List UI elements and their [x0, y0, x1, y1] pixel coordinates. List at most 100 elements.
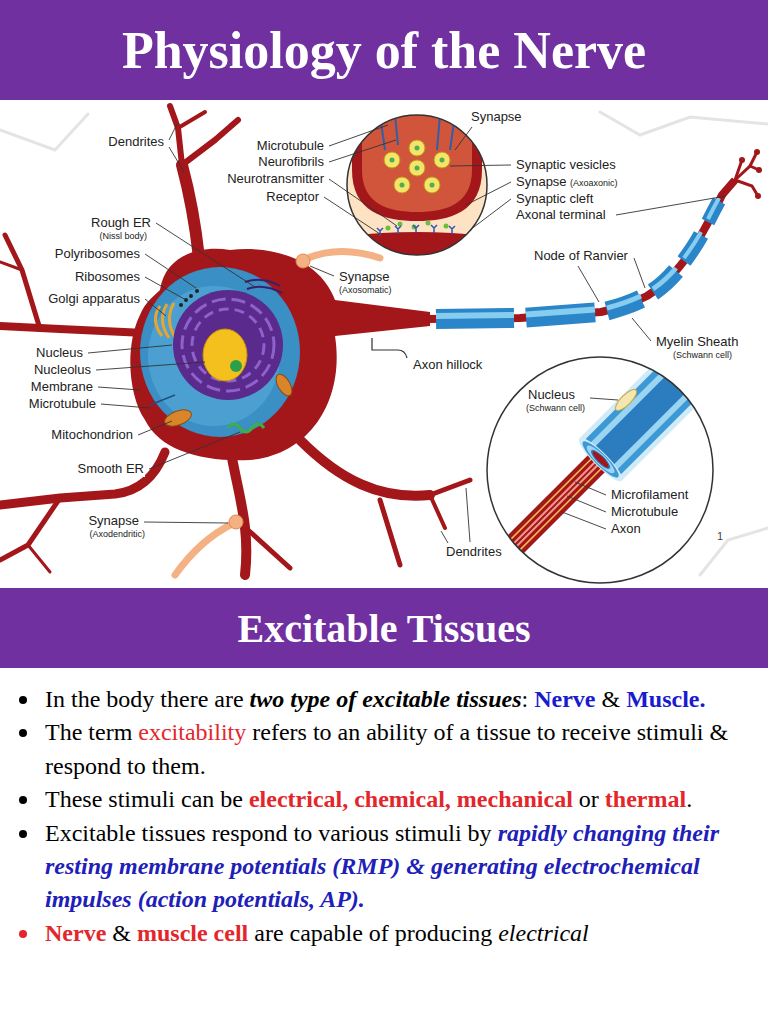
dendrite — [0, 452, 165, 505]
myelin-inset — [587, 319, 741, 473]
myelin-inset — [589, 447, 613, 471]
terminal-bouton — [754, 149, 760, 155]
leader-line — [329, 140, 396, 162]
part-label: Axon hillock — [412, 358, 483, 373]
ribosome — [179, 303, 183, 307]
golgi-apparatus — [155, 303, 176, 339]
synapse-inset — [386, 221, 449, 231]
part-label: (Axosomatic) — [338, 285, 393, 295]
part-label: Neurotransmitter — [226, 172, 325, 187]
synapse-inset — [400, 183, 405, 188]
axon-terminal — [735, 152, 759, 196]
bullet-text: or — [579, 786, 599, 812]
background-neurons — [0, 114, 88, 150]
terminal-bouton — [756, 167, 762, 173]
dendrite — [430, 495, 445, 528]
dendrite — [182, 120, 238, 165]
myelin-inset — [574, 433, 626, 485]
bullet-dot — [19, 796, 27, 804]
rough-er — [245, 280, 280, 286]
synapse-inset — [424, 177, 440, 193]
synapse-inset — [415, 146, 420, 151]
part-label: Synapse — [470, 110, 523, 125]
part-label: Dendrites — [445, 545, 503, 560]
mitochondrion — [273, 372, 295, 399]
part-label: Axonal terminal — [515, 208, 607, 223]
synapse-inset — [390, 158, 395, 163]
background-neurons — [0, 112, 768, 575]
mitochondrion — [162, 407, 193, 430]
title-bar: Physiology of the Nerve — [0, 0, 768, 100]
leader-line — [88, 124, 726, 543]
bullet-item: In the body there are two type of excita… — [0, 683, 768, 716]
myelin-sheath — [708, 198, 719, 219]
axon-terminal — [735, 152, 757, 180]
part-label: Receptor — [265, 190, 320, 205]
myelin-inset — [451, 454, 596, 599]
leader-line — [632, 318, 651, 341]
terminal-bouton — [739, 157, 745, 163]
part-label: (Axoaxonic) — [569, 178, 619, 188]
leader-line — [98, 387, 140, 390]
part-label: Nucleus — [527, 388, 576, 403]
cell-body — [130, 249, 430, 460]
part-label: Synapse — [87, 514, 140, 529]
synapse-inset — [395, 226, 401, 234]
leader-line — [329, 125, 388, 146]
myelin-sheath — [526, 309, 595, 314]
bullet-text: . — [686, 786, 692, 812]
synapse-inset — [430, 183, 435, 188]
leader-line — [450, 165, 511, 166]
myelin-inset — [584, 442, 618, 476]
smooth-er — [228, 424, 264, 432]
terminal-bouton — [739, 149, 762, 199]
slide-number: 1 — [716, 530, 724, 543]
ribosome — [189, 294, 193, 298]
bullet-text: two type of excitable tissues — [250, 686, 522, 712]
myelin-sheath — [653, 268, 676, 289]
part-label: Rough ER — [90, 216, 152, 231]
cell-body — [130, 249, 430, 460]
leader-line — [455, 127, 472, 150]
synapse-inset — [431, 225, 437, 233]
synapse-inset — [386, 226, 391, 231]
myelin-inset — [457, 461, 602, 606]
section-band: Excitable Tissues — [0, 588, 768, 668]
bullet-text: & — [112, 920, 131, 946]
synapse-inset — [384, 152, 400, 168]
myelin-sheath — [607, 296, 641, 308]
leader-line — [567, 496, 606, 512]
leader-line — [466, 488, 470, 542]
part-label: Microtubule — [256, 139, 325, 154]
part-label: Microtubule — [28, 397, 97, 412]
part-label: Synapse — [515, 175, 568, 190]
hillock-bracket — [372, 338, 407, 358]
part-label: Polyribosomes — [54, 247, 141, 262]
smooth-er — [228, 424, 264, 432]
leader-line — [310, 266, 334, 276]
bullet-dot — [19, 830, 27, 838]
part-label: Microfilament — [610, 488, 689, 503]
dendrite — [28, 545, 50, 572]
dendrite — [430, 480, 470, 495]
part-label: Mitochondrion — [50, 428, 134, 443]
nucleolus — [203, 329, 247, 381]
bullet-dot — [19, 729, 27, 737]
myelin-inset — [591, 449, 611, 469]
part-label: (Axodendritic) — [88, 529, 146, 539]
nucleolus — [203, 329, 247, 381]
leader-line — [169, 147, 184, 172]
dendrite — [380, 500, 400, 565]
bullet-text: electrical, chemical, mechanical — [249, 786, 573, 812]
inset-ground — [347, 115, 487, 255]
synapse-inset — [409, 160, 425, 176]
leader-line — [329, 179, 397, 226]
synapse-inset — [434, 152, 450, 168]
bullet-item: Nerve & muscle cell are capable of produ… — [0, 917, 768, 950]
synapse-inset — [413, 225, 419, 233]
axon — [428, 180, 735, 319]
ribosome — [195, 289, 199, 293]
synapse-inset — [394, 177, 410, 193]
myelin-inset — [579, 437, 623, 481]
